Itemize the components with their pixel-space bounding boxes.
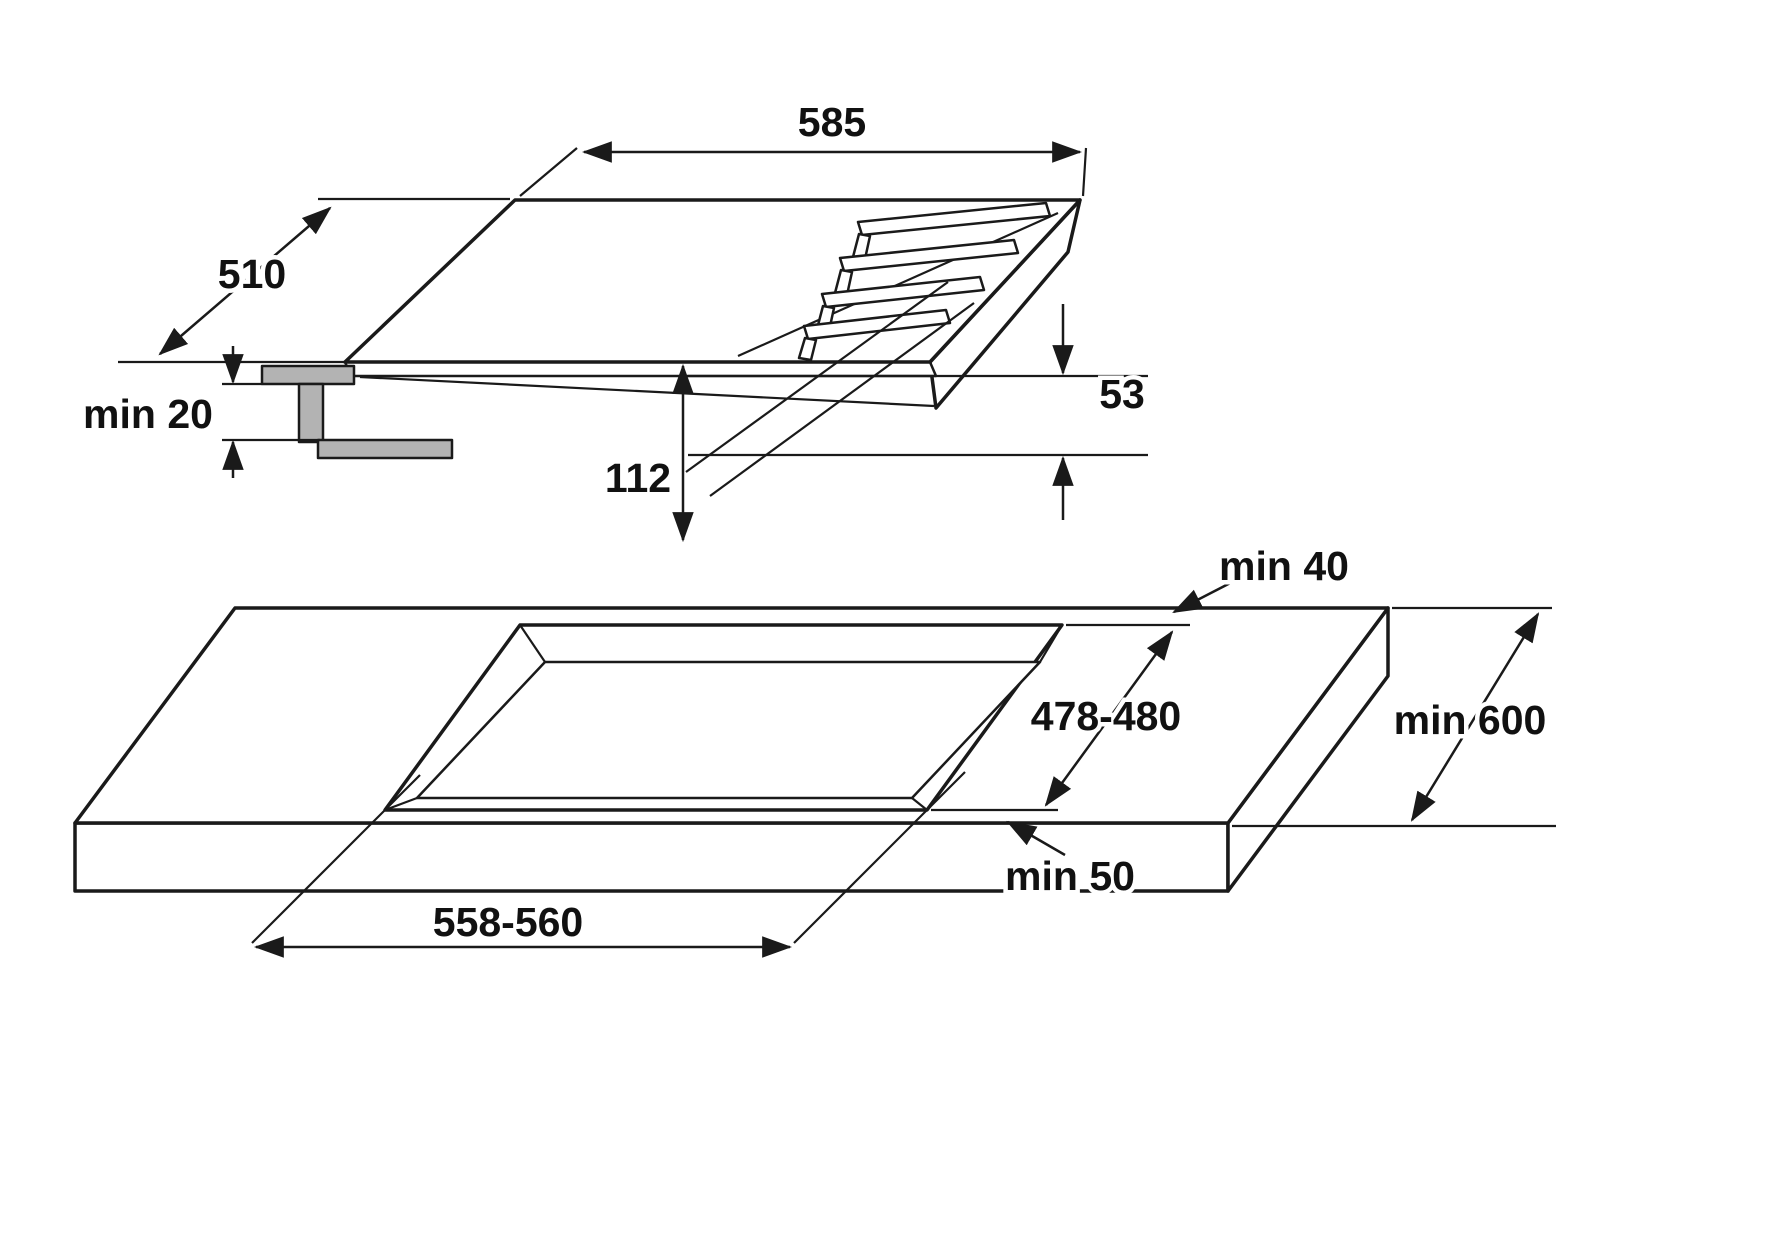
dim-cutout-depth: 478-480 [931,623,1190,812]
dimension-label-478-480: 478-480 [1031,693,1181,739]
dim-hob-depth: 510 [158,197,510,356]
arrow [1006,820,1066,857]
burner-trough-edge [737,211,1059,358]
hob-body-bottom-line [359,375,935,408]
dimension-label-53: 53 [1099,371,1145,417]
hob-isometric-view [343,198,1082,410]
hob-front-edge [343,360,938,378]
cutout-corner-line-front-right [911,797,928,811]
section-top-bar [260,364,356,386]
pan-support-1 [856,201,1052,237]
pan-support-2 [838,238,1020,273]
extension-line [251,774,421,944]
dimension-line [1044,630,1174,807]
pan-support-4 [802,308,952,341]
section-foot [316,438,454,460]
dim-hob-width: 585 [519,95,1088,197]
dimension-line [1410,612,1540,822]
section-stem [297,382,325,444]
dim-min-clearance-below: min 20 [79,346,320,478]
dim-cutout-width: 558-560 [251,771,966,958]
dim-min-rear-distance: min 40 [1172,539,1353,614]
leader-line [685,281,949,473]
extension-line [1081,147,1088,197]
leader-line [709,302,975,497]
dimension-label-min40: min 40 [1219,543,1349,589]
countertop-section-profile [118,360,454,460]
dimension-line [158,206,332,356]
dimension-label-585: 585 [798,99,866,145]
cutout-corner-line-rear-left [519,624,546,663]
pan-support-4-foot [797,336,818,362]
dim-installation-depth: 112 [600,281,975,543]
dim-worktop-depth: min 600 [1232,606,1556,828]
dim-hob-height: 53 [688,304,1149,520]
dimension-label-min600: min 600 [1394,697,1547,743]
dimension-label-min50: min 50 [1005,853,1135,899]
dimension-label-558-560: 558-560 [433,899,583,945]
dimension-label-112: 112 [605,455,671,501]
cutout-corner-line-front-left [384,796,418,812]
extension-line [793,771,966,944]
pan-supports [797,201,1052,362]
arrow [1172,576,1241,614]
worktop-cutout-view [73,606,1390,893]
dim-min-front-distance: min 50 [1001,820,1139,904]
extension-line [519,147,578,197]
dimension-label-510: 510 [218,251,286,297]
dimension-label-min20: min 20 [83,391,213,437]
